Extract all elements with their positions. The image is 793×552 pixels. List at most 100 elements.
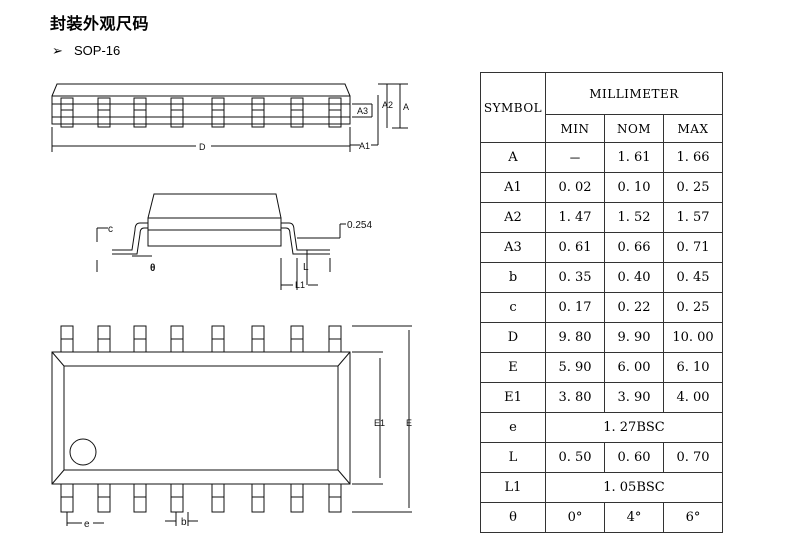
package-name: SOP-16 (74, 43, 121, 58)
max-cell: 0. 71 (663, 232, 723, 263)
symbol-cell: D (480, 322, 546, 353)
col-header-min: MIN (545, 114, 605, 143)
max-cell: 0. 25 (663, 172, 723, 203)
dim-label-e: E (406, 418, 412, 428)
gauge-label: 0.254 (347, 220, 372, 231)
symbol-cell: A (480, 142, 546, 173)
side-lead (290, 97, 304, 128)
bottom-lead (97, 483, 111, 513)
side-lead (170, 97, 184, 128)
bsc-value-cell: 1. 27BSC (545, 412, 723, 443)
pin1-marker-icon (69, 438, 97, 466)
bottom-lead (290, 483, 304, 513)
package-item: ➢ SOP-16 (52, 43, 120, 59)
max-cell: 4. 00 (663, 382, 723, 413)
side-lead (133, 97, 147, 128)
bottom-lead (170, 483, 184, 513)
dim-label-b: b (181, 517, 187, 528)
col-header-max: MAX (663, 114, 723, 143)
max-cell: 1. 57 (663, 202, 723, 233)
min-cell: 0. 61 (545, 232, 605, 263)
nom-cell: 4° (604, 502, 664, 533)
symbol-cell: L (480, 442, 546, 473)
symbol-cell: A2 (480, 202, 546, 233)
side-view: D A1 A3 A2 A (51, 83, 409, 152)
dim-label-a2: A2 (382, 100, 393, 110)
bsc-value-cell: 1. 05BSC (545, 472, 723, 503)
max-cell: 6. 10 (663, 352, 723, 383)
nom-cell: 1. 61 (604, 142, 664, 173)
dim-label-l: L (303, 262, 309, 273)
page-title: 封装外观尺码 (50, 14, 150, 33)
symbol-cell: E (480, 352, 546, 383)
dim-label-a: A (403, 102, 409, 112)
max-cell: 10. 00 (663, 322, 723, 353)
bottom-lead (251, 483, 265, 513)
symbol-cell: L1 (480, 472, 546, 503)
nom-cell: 0. 10 (604, 172, 664, 203)
min-cell: 9. 80 (545, 322, 605, 353)
symbol-cell: E1 (480, 382, 546, 413)
min-cell: 0° (545, 502, 605, 533)
max-cell: 0. 25 (663, 292, 723, 323)
max-cell: 0. 45 (663, 262, 723, 293)
side-lead (60, 97, 74, 128)
max-cell: 0. 70 (663, 442, 723, 473)
nom-cell: 0. 66 (604, 232, 664, 263)
dim-label-l1: L1 (295, 280, 305, 290)
top-view: E1 E e b (51, 325, 412, 530)
bottom-lead (211, 483, 225, 513)
side-lead (211, 97, 225, 128)
max-cell: 1. 66 (663, 142, 723, 173)
nom-cell: 0. 60 (604, 442, 664, 473)
dim-label-d: D (199, 142, 206, 152)
bottom-lead (328, 483, 342, 513)
unit-header: MILLIMETER (545, 72, 723, 115)
nom-cell: 3. 90 (604, 382, 664, 413)
dim-label-theta: θ (150, 263, 155, 274)
symbol-cell: A1 (480, 172, 546, 203)
symbol-header: SYMBOL (480, 72, 546, 143)
min-cell: 0. 17 (545, 292, 605, 323)
nom-cell: 9. 90 (604, 322, 664, 353)
symbol-cell: b (480, 262, 546, 293)
dim-label-pitch-e: e (84, 519, 90, 530)
dim-label-c: c (108, 224, 113, 235)
min-cell: 0. 02 (545, 172, 605, 203)
min-cell: 1. 47 (545, 202, 605, 233)
side-lead (251, 97, 265, 128)
min-cell: 0. 50 (545, 442, 605, 473)
symbol-cell: e (480, 412, 546, 443)
nom-cell: 1. 52 (604, 202, 664, 233)
col-header-nom: NOM (604, 114, 664, 143)
min-cell: 3. 80 (545, 382, 605, 413)
min-cell: 5. 90 (545, 352, 605, 383)
symbol-cell: c (480, 292, 546, 323)
arrow-bullet-icon: ➢ (52, 43, 63, 58)
side-lead (328, 97, 342, 128)
dim-label-a1: A1 (359, 141, 370, 151)
min-cell: 0. 35 (545, 262, 605, 293)
max-cell: 6° (663, 502, 723, 533)
symbol-cell: A3 (480, 232, 546, 263)
bottom-lead (60, 483, 74, 513)
min-cell: － (545, 142, 605, 173)
symbol-cell: θ (480, 502, 546, 533)
nom-cell: 6. 00 (604, 352, 664, 383)
nom-cell: 0. 40 (604, 262, 664, 293)
